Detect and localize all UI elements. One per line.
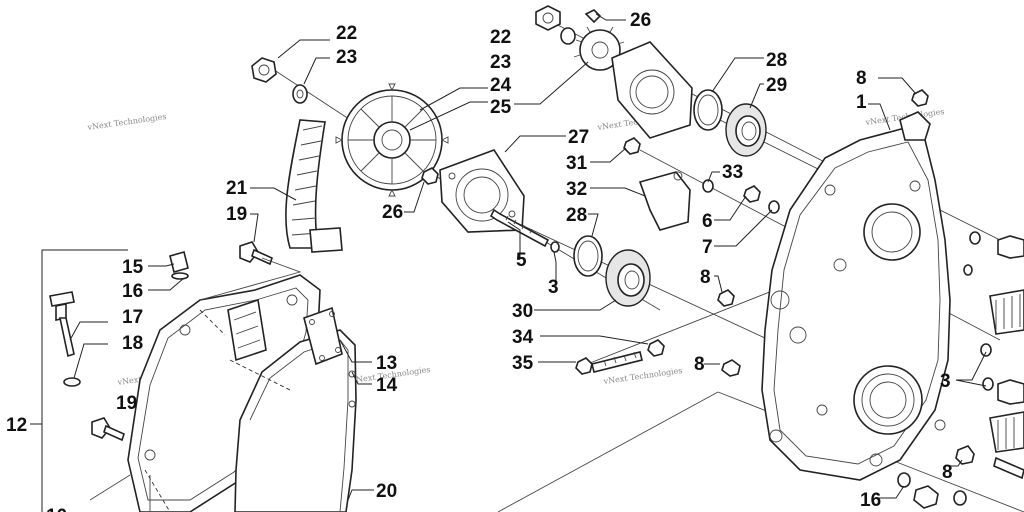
small-nut: [421, 167, 439, 185]
bolt-5: [489, 208, 560, 253]
callout-5: 5: [516, 250, 527, 271]
callout-13: 13: [376, 353, 397, 374]
callout-30: 30: [512, 301, 533, 322]
callout-34: 34: [512, 327, 534, 348]
bracket-32: [638, 171, 691, 231]
callout-28-upper: 28: [766, 50, 787, 71]
callout-8-top-right: 8: [856, 68, 867, 89]
callout-16-bottom: 16: [860, 490, 881, 511]
callout-23-upper-left: 23: [336, 47, 357, 68]
upper-bearing: [693, 89, 767, 157]
bolt-19-upper: [239, 241, 273, 266]
right-side-shafts: [897, 231, 1024, 509]
callout-33: 33: [722, 162, 743, 183]
cover-guide-lines: [89, 257, 302, 512]
callout-6: 6: [702, 211, 713, 232]
callout-22-center: 22: [490, 27, 511, 48]
callouts: 22 23 22 23 24 25 26 28 29 8 1 27 31 33 …: [6, 10, 953, 512]
callout-15: 15: [122, 257, 144, 278]
callout-26-lower: 26: [382, 202, 403, 223]
small-sprocket: [535, 5, 625, 71]
callout-27: 27: [568, 127, 589, 148]
callout-19-lower: 19: [116, 393, 137, 414]
callout-14: 14: [376, 375, 398, 396]
callout-25: 25: [490, 97, 512, 118]
drive-chain: [285, 119, 343, 253]
callout-7: 7: [702, 237, 713, 258]
callout-20: 20: [376, 481, 397, 502]
callout-32: 32: [566, 179, 587, 200]
callout-3-center: 3: [548, 277, 559, 298]
callout-8-lower-right: 8: [942, 462, 953, 483]
group-bracket-12: [30, 249, 128, 512]
callout-29: 29: [766, 75, 787, 96]
callout-1: 1: [856, 92, 867, 113]
leader-lines: [69, 13, 987, 501]
callout-23-center: 23: [490, 52, 511, 73]
callout-3-right: 3: [940, 371, 951, 392]
small-hardware-cluster: [623, 89, 929, 377]
callout-17: 17: [122, 307, 143, 328]
callout-31: 31: [566, 153, 588, 174]
callout-28-lower: 28: [566, 205, 587, 226]
callout-19-upper: 19: [226, 204, 247, 225]
callout-22-upper-left: 22: [336, 23, 357, 44]
callout-8-center: 8: [700, 267, 711, 288]
watermark: vNext Technologies: [86, 112, 167, 132]
access-plate: [303, 306, 356, 408]
large-sprocket: [335, 83, 449, 197]
bolt-35: [575, 339, 665, 375]
watermark: vNext Technologies: [602, 366, 683, 386]
callout-26-top: 26: [630, 10, 651, 31]
lower-bearing: [573, 235, 651, 307]
bolt-19-lower: [91, 417, 125, 442]
callout-21: 21: [226, 178, 248, 199]
fill-plug-15: [169, 251, 189, 280]
outer-cover-plate: [234, 329, 357, 512]
dipstick-17: [49, 291, 81, 387]
callout-16-left: 16: [122, 281, 143, 302]
nut-and-washer-upper-left: [251, 57, 308, 104]
callout-10-clipped: 10: [46, 506, 67, 512]
upper-bearing-plate: [611, 41, 693, 139]
chaincase-housing: [761, 111, 951, 481]
callout-18: 18: [122, 333, 143, 354]
callout-8-lower-center: 8: [694, 354, 705, 375]
callout-12: 12: [6, 415, 27, 436]
callout-35: 35: [512, 353, 534, 374]
callout-24: 24: [490, 75, 512, 96]
